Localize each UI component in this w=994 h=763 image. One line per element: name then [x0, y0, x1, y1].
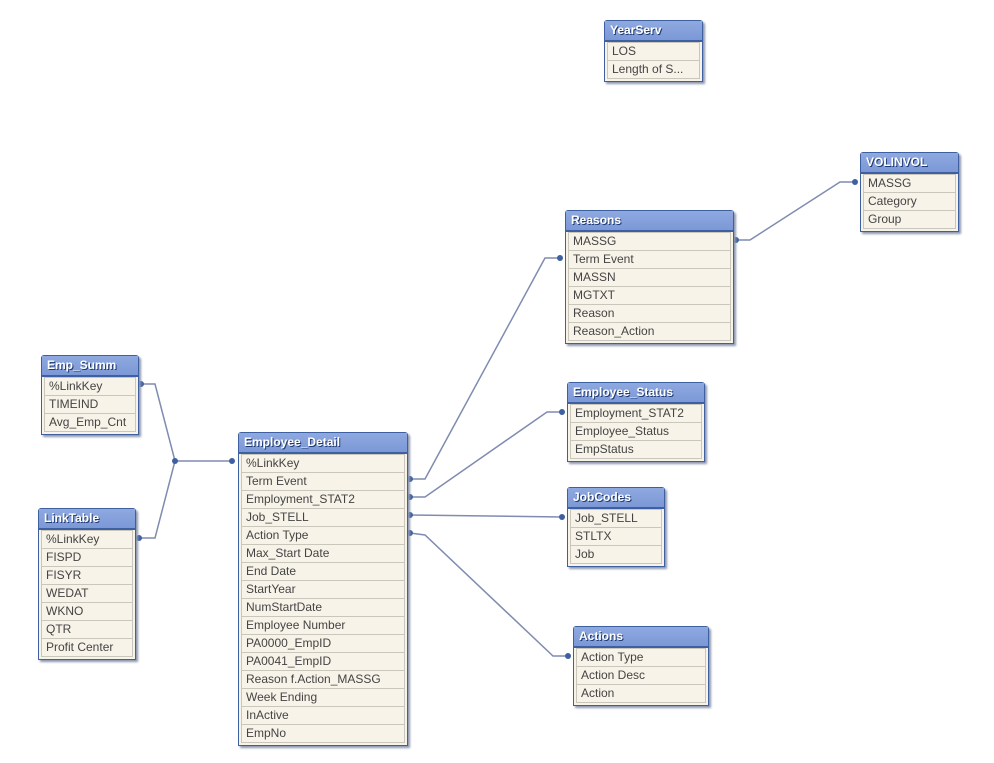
field-row[interactable]: Action Desc: [576, 667, 706, 685]
field-row[interactable]: %LinkKey: [41, 530, 133, 549]
field-row[interactable]: STLTX: [570, 528, 662, 546]
field-row[interactable]: NumStartDate: [241, 599, 405, 617]
field-row[interactable]: Job_STELL: [570, 509, 662, 528]
table-title[interactable]: Emp_Summ: [42, 356, 138, 377]
connector-dot-icon: [565, 653, 571, 659]
field-row[interactable]: FISPD: [41, 549, 133, 567]
field-row[interactable]: QTR: [41, 621, 133, 639]
table-title[interactable]: LinkTable: [39, 509, 135, 530]
link-actions: [409, 532, 568, 657]
field-row[interactable]: MASSN: [568, 269, 731, 287]
field-row[interactable]: Avg_Emp_Cnt: [44, 414, 136, 432]
junction-dot-icon: [172, 458, 178, 464]
connector-dot-icon: [407, 476, 413, 482]
table-title[interactable]: YearServ: [605, 21, 702, 42]
field-row[interactable]: Max_Start Date: [241, 545, 405, 563]
connector-dot-icon: [407, 494, 413, 500]
field-row[interactable]: Reason_Action: [568, 323, 731, 341]
connector-dot-icon: [407, 530, 413, 536]
field-row[interactable]: EmpNo: [241, 725, 405, 743]
field-row[interactable]: End Date: [241, 563, 405, 581]
field-row[interactable]: Term Event: [241, 473, 405, 491]
connector-dot-icon: [559, 514, 565, 520]
field-row[interactable]: LOS: [607, 42, 700, 61]
field-row[interactable]: Employee Number: [241, 617, 405, 635]
table-title[interactable]: Actions: [574, 627, 708, 648]
field-row[interactable]: PA0000_EmpID: [241, 635, 405, 653]
field-row[interactable]: Profit Center: [41, 639, 133, 657]
field-row[interactable]: WEDAT: [41, 585, 133, 603]
field-row[interactable]: Group: [863, 211, 956, 229]
field-row[interactable]: Action Type: [241, 527, 405, 545]
field-row[interactable]: %LinkKey: [241, 454, 405, 473]
field-row[interactable]: Job: [570, 546, 662, 564]
connector-dot-icon: [138, 381, 144, 387]
connector-dot-icon: [136, 535, 142, 541]
link-emp-summ: [141, 383, 232, 462]
field-row[interactable]: StartYear: [241, 581, 405, 599]
field-row[interactable]: InActive: [241, 707, 405, 725]
field-row[interactable]: Action: [576, 685, 706, 703]
field-row[interactable]: Length of S...: [607, 61, 700, 79]
field-row[interactable]: EmpStatus: [570, 441, 702, 459]
link-jobcodes: [409, 514, 563, 518]
field-row[interactable]: Job_STELL: [241, 509, 405, 527]
field-row[interactable]: Reason: [568, 305, 731, 323]
link-volinvol: [736, 181, 855, 241]
table-title[interactable]: JobCodes: [568, 488, 664, 509]
field-row[interactable]: Term Event: [568, 251, 731, 269]
field-row[interactable]: FISYR: [41, 567, 133, 585]
field-row[interactable]: MASSG: [568, 232, 731, 251]
field-row[interactable]: Reason f.Action_MASSG: [241, 671, 405, 689]
connector-dot-icon: [407, 512, 413, 518]
connector-dot-icon: [733, 237, 739, 243]
link-reasons: [410, 257, 560, 480]
field-row[interactable]: MGTXT: [568, 287, 731, 305]
table-title[interactable]: Employee_Status: [568, 383, 704, 404]
field-row[interactable]: WKNO: [41, 603, 133, 621]
connector-dot-icon: [229, 458, 235, 464]
field-row[interactable]: PA0041_EmpID: [241, 653, 405, 671]
link-employee-status: [410, 411, 562, 498]
field-row[interactable]: Category: [863, 193, 956, 211]
link-linktable: [139, 460, 176, 539]
field-row[interactable]: Week Ending: [241, 689, 405, 707]
table-title[interactable]: VOLINVOL: [861, 153, 958, 174]
table-title[interactable]: Reasons: [566, 211, 733, 232]
field-row[interactable]: %LinkKey: [44, 377, 136, 396]
field-row[interactable]: Employment_STAT2: [241, 491, 405, 509]
connector-dot-icon: [852, 179, 858, 185]
field-row[interactable]: Action Type: [576, 648, 706, 667]
connector-dot-icon: [559, 409, 565, 415]
field-row[interactable]: TIMEIND: [44, 396, 136, 414]
connector-dot-icon: [557, 255, 563, 261]
field-row[interactable]: Employee_Status: [570, 423, 702, 441]
field-row[interactable]: MASSG: [863, 174, 956, 193]
field-row[interactable]: Employment_STAT2: [570, 404, 702, 423]
table-title[interactable]: Employee_Detail: [239, 433, 407, 454]
